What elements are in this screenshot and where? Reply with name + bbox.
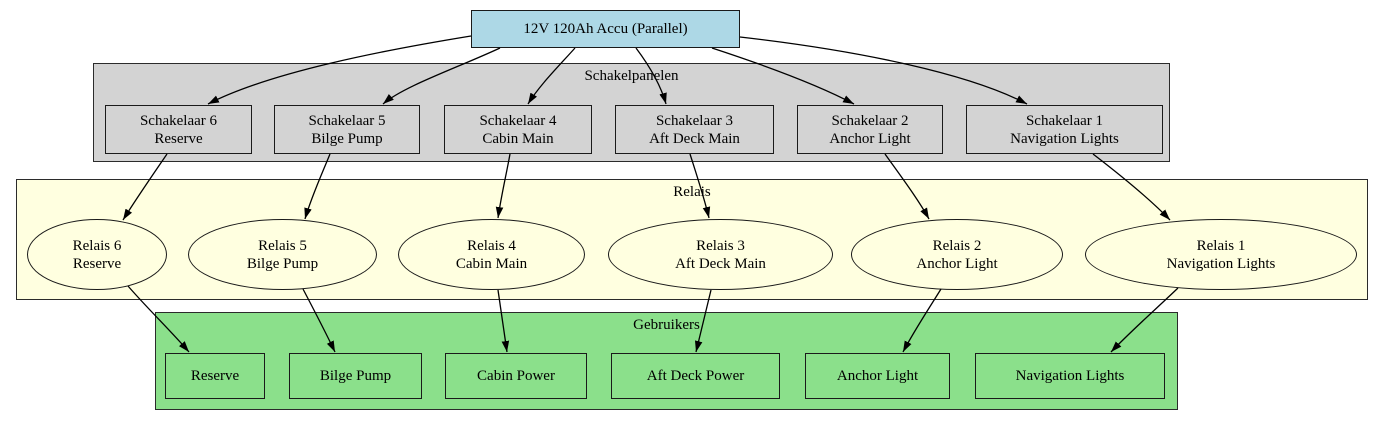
switch-title: Schakelaar 3: [655, 112, 734, 129]
switch-node-3-aft-deck-main: Schakelaar 3 Aft Deck Main: [615, 105, 774, 154]
battery-node: 12V 120Ah Accu (Parallel): [471, 10, 740, 48]
cluster-relays-label: Relais: [673, 184, 711, 200]
switch-node-2-anchor-light: Schakelaar 2 Anchor Light: [797, 105, 943, 154]
switch-function: Aft Deck Main: [649, 130, 740, 147]
switch-function: Cabin Main: [482, 130, 554, 147]
relay-function: Navigation Lights: [1166, 255, 1276, 272]
relay-node-2-anchor-light: Relais 2 Anchor Light: [851, 219, 1063, 290]
switch-title: Schakelaar 5: [308, 112, 386, 129]
relay-title: Relais 3: [696, 237, 745, 254]
relay-node-6-reserve: Relais 6 Reserve: [27, 219, 167, 290]
relay-title: Relais 1: [1196, 237, 1246, 254]
consumer-node-navigation-lights: Navigation Lights: [975, 353, 1165, 399]
relay-title: Relais 6: [72, 237, 122, 254]
switch-function: Bilge Pump: [311, 130, 383, 147]
battery-label: 12V 120Ah Accu (Parallel): [523, 21, 688, 37]
relay-title: Relais 5: [258, 237, 307, 254]
switch-title: Schakelaar 1: [1025, 112, 1104, 129]
relay-title: Relais 4: [467, 237, 516, 254]
consumer-node-bilge-pump: Bilge Pump: [289, 353, 422, 399]
switch-function: Anchor Light: [829, 130, 911, 147]
switch-node-4-cabin-main: Schakelaar 4 Cabin Main: [444, 105, 592, 154]
switch-title: Schakelaar 4: [479, 112, 557, 129]
consumer-label: Cabin Power: [477, 368, 555, 384]
consumer-label: Reserve: [190, 368, 240, 384]
switch-title: Schakelaar 6: [139, 112, 218, 129]
switch-node-5-bilge-pump: Schakelaar 5 Bilge Pump: [274, 105, 420, 154]
cluster-consumers-label: Gebruikers: [633, 317, 700, 333]
relay-node-4-cabin-main: Relais 4 Cabin Main: [398, 219, 585, 290]
switch-function: Reserve: [154, 130, 203, 147]
relay-node-1-navigation-lights: Relais 1 Navigation Lights: [1085, 219, 1357, 290]
relay-function: Cabin Main: [455, 255, 528, 272]
consumer-node-anchor-light: Anchor Light: [805, 353, 950, 399]
consumer-label: Aft Deck Power: [646, 368, 745, 384]
relay-node-3-aft-deck-main: Relais 3 Aft Deck Main: [608, 219, 833, 290]
relay-function: Aft Deck Main: [675, 255, 766, 272]
consumer-label: Bilge Pump: [319, 368, 392, 384]
switch-node-1-navigation-lights: Schakelaar 1 Navigation Lights: [966, 105, 1163, 154]
relay-function: Reserve: [72, 255, 122, 272]
consumer-node-reserve: Reserve: [165, 353, 265, 399]
consumer-node-aft-deck-power: Aft Deck Power: [611, 353, 780, 399]
switch-function: Navigation Lights: [1010, 130, 1119, 147]
relay-node-5-bilge-pump: Relais 5 Bilge Pump: [188, 219, 377, 290]
relay-function: Anchor Light: [916, 255, 998, 272]
relay-function: Bilge Pump: [246, 255, 319, 272]
switch-node-6-reserve: Schakelaar 6 Reserve: [105, 105, 252, 154]
consumer-node-cabin-power: Cabin Power: [445, 353, 587, 399]
relay-title: Relais 2: [932, 237, 982, 254]
consumer-label: Navigation Lights: [1015, 368, 1125, 384]
consumer-label: Anchor Light: [836, 368, 919, 384]
switch-title: Schakelaar 2: [831, 112, 909, 129]
cluster-switch-panels-label: Schakelpanelen: [584, 68, 679, 84]
